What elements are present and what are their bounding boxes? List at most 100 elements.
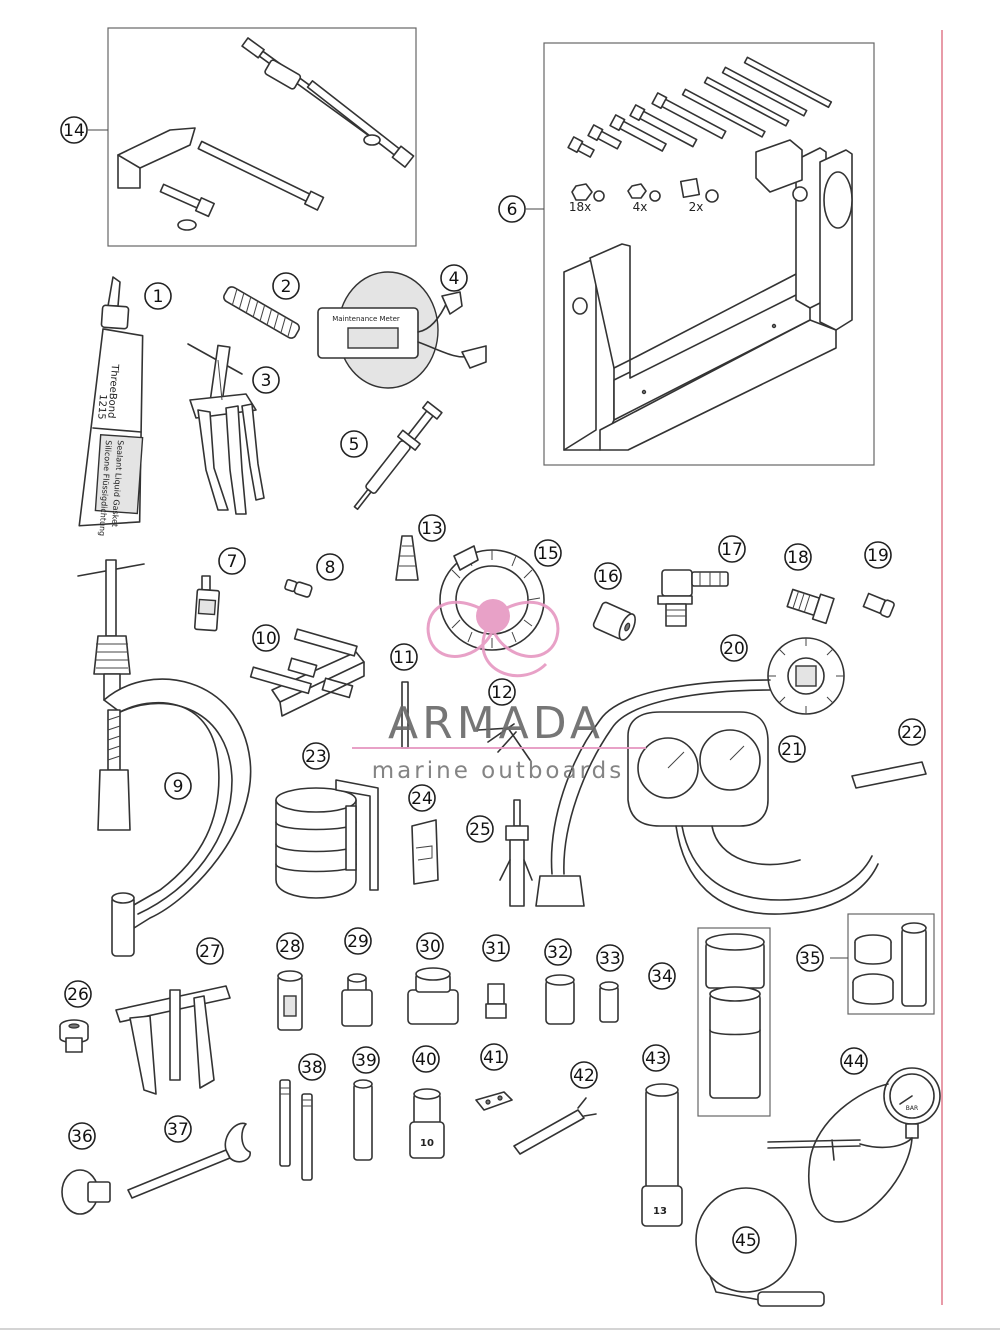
part-18-plug-bolt [786,588,835,625]
callout-circle [718,535,746,563]
part-33-driver [599,981,619,1023]
part-43-long-socket: 13 [641,1083,683,1227]
callout-39: 39 [352,1046,380,1074]
part-44-pressure-gauge: BAR [767,1067,941,1223]
callout-circle [340,430,368,458]
callout-number: 1 [153,287,164,307]
part-12-tool [477,723,531,761]
callout-13: 13 [418,514,446,542]
callout-circle [252,624,280,652]
gauge-unit: BAR [906,1105,918,1112]
callout-23: 23 [302,742,330,770]
callout-number: 41 [483,1048,505,1068]
callout-number: 15 [537,544,559,564]
part-28-driver [277,970,303,1031]
callout-number: 9 [173,777,184,797]
callout-37: 37 [164,1115,192,1143]
socket-10-label: 10 [420,1138,434,1149]
part-31-driver [485,983,507,1019]
callout-number: 42 [573,1066,595,1086]
callout-circle [466,815,494,843]
callout-36: 36 [68,1122,96,1150]
callout-number: 31 [485,939,507,959]
callout-16: 16 [594,562,622,590]
callout-circle [252,366,280,394]
callout-number: 20 [723,639,745,659]
callout-7: 7 [218,547,246,575]
part-7-bottle [193,575,221,632]
part-39-sleeve [353,1079,373,1161]
part-5-syringe [353,400,443,511]
callout-circle [544,938,572,966]
callout-29: 29 [344,927,372,955]
callout-number: 35 [799,949,821,969]
callout-circle [344,927,372,955]
callout-44: 44 [840,1047,868,1075]
callout-circle [144,282,172,310]
tube-brand: ThreeBond [105,363,120,419]
callout-number: 10 [255,629,277,649]
part-2-spring [223,286,300,339]
part-37-hook-wrench [127,1122,251,1199]
callout-circle [898,718,926,746]
part-40-socket: 10 [409,1088,445,1159]
callout-35: 35 [796,944,824,972]
callout-12: 12 [488,678,516,706]
callout-circle [732,1226,760,1254]
part-27-two-jaw-puller [115,985,231,1095]
callout-31: 31 [482,934,510,962]
callout-number: 13 [421,519,443,539]
part-45-coiled-hose [695,1187,825,1307]
callout-number: 38 [301,1058,323,1078]
callout-number: 12 [491,683,513,703]
callout-24: 24 [408,784,436,812]
callout-number: 32 [547,943,569,963]
callout-number: 24 [411,789,433,809]
callout-38: 38 [298,1053,326,1081]
callout-3: 3 [252,366,280,394]
callout-number: 22 [901,723,923,743]
callout-circle [64,980,92,1008]
callout-8: 8 [316,553,344,581]
callout-number: 39 [355,1051,377,1071]
callout-10: 10 [252,624,280,652]
callout-number: 16 [597,567,619,587]
callout-circle [316,553,344,581]
socket-13-label: 13 [653,1206,667,1217]
callout-circle [488,678,516,706]
callout-number: 17 [721,540,743,560]
callout-number: 21 [781,740,803,760]
watermark: ARMADA marine outboards [352,599,646,784]
part-20-21-vacuum-gauge [535,637,879,915]
part-10-splitter [249,628,365,717]
callout-number: 43 [645,1049,667,1069]
qty-18x: 18x [569,200,591,214]
part-19-small-plug [862,592,895,618]
callout-19: 19 [864,541,892,569]
callout-17: 17 [718,535,746,563]
callout-circle [352,1046,380,1074]
callout-40: 40 [412,1045,440,1073]
part-38-studs [279,1079,313,1181]
part-42-pin-wrench [513,1097,597,1155]
callout-circle [594,562,622,590]
callout-circle [272,272,300,300]
part-6-engine-stand: 18x 4x 2x [526,42,875,466]
callout-number: 14 [63,121,85,141]
callout-9: 9 [164,772,192,800]
callout-circle [596,944,624,972]
meter-title: Maintenance Meter [332,315,400,323]
callout-number: 23 [305,747,327,767]
part-16-cylinder [592,601,636,641]
callout-45: 45 [732,1226,760,1254]
callout-26: 26 [64,980,92,1008]
callout-number: 5 [349,435,360,455]
callout-34: 34 [648,962,676,990]
part-14-bolt-set [88,27,417,247]
callout-circle [408,784,436,812]
callout-number: 25 [469,820,491,840]
callout-number: 6 [507,200,518,220]
callout-number: 45 [735,1231,757,1251]
callout-circle [480,1043,508,1071]
